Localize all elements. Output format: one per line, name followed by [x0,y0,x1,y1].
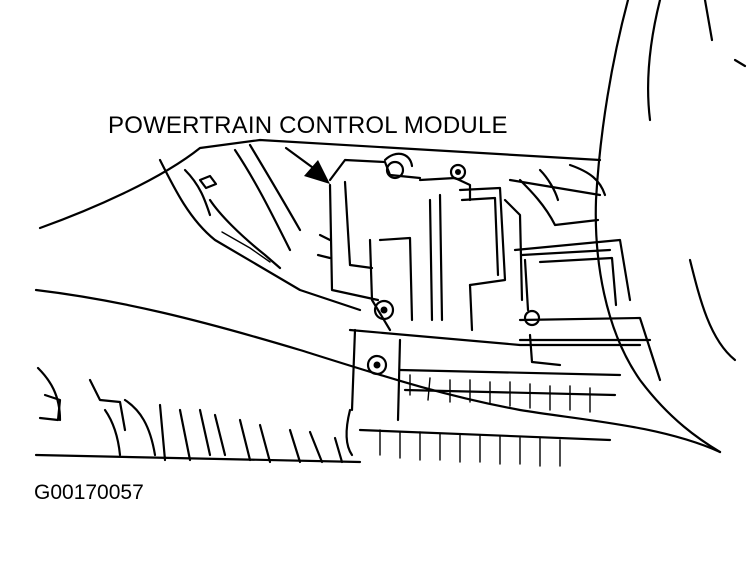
figure-id: G00170057 [34,481,144,504]
lower-left-components [34,366,362,464]
pcm-bracket [316,152,524,376]
pcm-callout-label: POWERTRAIN CONTROL MODULE [108,112,508,139]
callout-arrow [284,146,330,184]
knee-bolster [158,143,362,312]
dashboard-panel [34,0,747,454]
fuse-panel [345,328,642,467]
hvac-housing [508,163,662,382]
